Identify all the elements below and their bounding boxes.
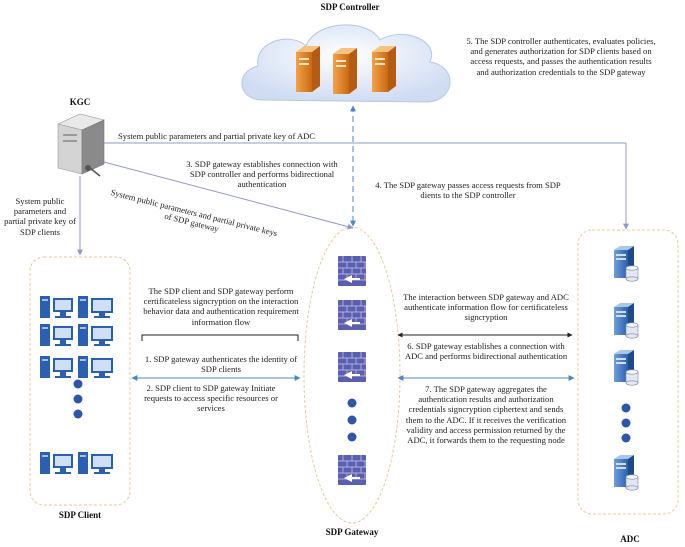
gateway-label: SDP Gateway — [325, 527, 379, 537]
kgc-adc-text: System public parameters and partial pri… — [118, 131, 316, 141]
dot-icon — [73, 394, 83, 404]
arrow-kgc-gateway — [103, 161, 354, 230]
step7-text: 7. The SDP gateway aggregates the authen… — [405, 384, 567, 446]
step4-text: 4. The SDP gateway passes access request… — [375, 180, 561, 201]
server-rack-icon — [296, 46, 320, 92]
controller-servers — [296, 46, 396, 94]
firewall-icon — [338, 455, 366, 485]
firewall-icon — [338, 300, 366, 330]
dot-icon — [621, 403, 631, 413]
bracket-client-gateway — [141, 334, 299, 341]
step6-text: 6. SDP gateway establishes a connection … — [404, 341, 568, 362]
client-gateway-info-text: The SDP client and SDP gateway perform c… — [143, 286, 299, 327]
step1-text: 1. SDP gateway authenticates the identit… — [144, 354, 298, 375]
workstation-icon — [40, 452, 113, 474]
server-rack-icon — [372, 46, 396, 92]
workstation-icon — [40, 296, 113, 318]
dot-icon — [73, 379, 83, 389]
client-box — [29, 256, 131, 506]
server-rack-icon — [333, 48, 357, 94]
kgc-label: KGC — [69, 97, 91, 107]
workstation-icon — [40, 324, 113, 346]
adc-label: ADC — [620, 534, 640, 544]
step3-text: 3. SDP gateway establishes connection wi… — [186, 159, 338, 190]
gateway-adc-info-text: The interaction between SDP gateway and … — [403, 292, 569, 323]
client-label: SDP Client — [58, 510, 102, 520]
database-server-icon — [614, 246, 639, 282]
step5-text: 5. The SDP controller authenticates, eva… — [466, 36, 656, 77]
dot-icon — [347, 415, 357, 425]
controller-label: SDP Controller — [320, 2, 380, 12]
dot-icon — [347, 398, 357, 408]
database-server-icon — [614, 350, 639, 386]
database-server-icon — [614, 303, 639, 339]
kgc-server — [57, 113, 105, 177]
firewall-icon — [338, 352, 366, 382]
kgc-client-text: System public parameters and partial pri… — [4, 196, 76, 237]
arrow-kgc-adc — [104, 142, 629, 230]
step2-text: 2. SDP client to SDP gateway Initiate re… — [144, 383, 278, 414]
database-server-icon — [614, 455, 639, 491]
dot-icon — [621, 433, 631, 443]
adc-box — [577, 229, 679, 515]
dot-icon — [73, 409, 83, 419]
dot-icon — [621, 418, 631, 428]
firewall-icon — [338, 256, 366, 286]
workstation-icon — [40, 356, 113, 378]
dot-icon — [347, 432, 357, 442]
